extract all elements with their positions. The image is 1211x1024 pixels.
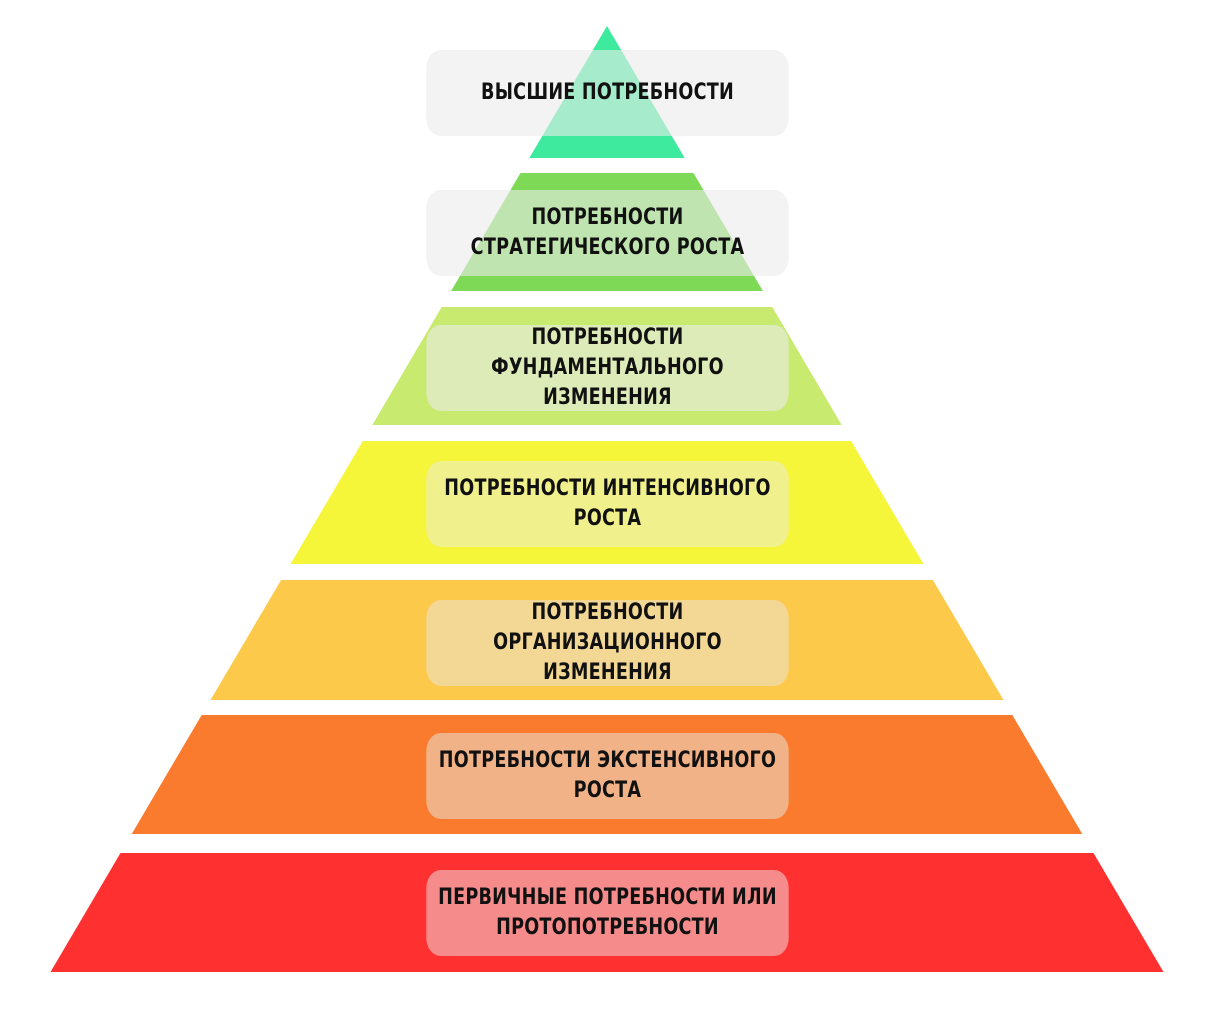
level-label-strategic-growth: ПОТРЕБНОСТИ СТРАТЕГИЧЕСКОГО РОСТА [426, 190, 789, 276]
level-label-higher-needs: ВЫСШИЕ ПОТРЕБНОСТИ [426, 50, 789, 136]
level-text: ПОТРЕБНОСТИ ИНТЕНСИВНОГО РОСТА [444, 476, 771, 531]
level-label-extensive-growth: ПОТРЕБНОСТИ ЭКСТЕНСИВНОГО РОСТА [426, 733, 789, 819]
level-label-fundamental-change: ПОТРЕБНОСТИ ФУНДАМЕНТАЛЬНОГО ИЗМЕНЕНИЯ [426, 325, 789, 411]
level-label-intensive-growth: ПОТРЕБНОСТИ ИНТЕНСИВНОГО РОСТА [426, 461, 789, 547]
level-text: ПОТРЕБНОСТИ СТРАТЕГИЧЕСКОГО РОСТА [470, 205, 745, 260]
level-text: ПОТРЕБНОСТИ ЭКСТЕНСИВНОГО РОСТА [438, 748, 777, 803]
level-label-primary-needs: ПЕРВИЧНЫЕ ПОТРЕБНОСТИ ИЛИ ПРОТОПОТРЕБНОС… [426, 870, 789, 956]
level-text: ПЕРВИЧНЫЕ ПОТРЕБНОСТИ ИЛИ ПРОТОПОТРЕБНОС… [438, 885, 777, 940]
level-label-organizational-change: ПОТРЕБНОСТИ ОРГАНИЗАЦИОННОГО ИЗМЕНЕНИЯ [426, 600, 789, 686]
level-text: ПОТРЕБНОСТИ ОРГАНИЗАЦИОННОГО ИЗМЕНЕНИЯ [493, 600, 722, 685]
level-text: ПОТРЕБНОСТИ ФУНДАМЕНТАЛЬНОГО ИЗМЕНЕНИЯ [491, 325, 724, 410]
level-text: ВЫСШИЕ ПОТРЕБНОСТИ [481, 80, 734, 105]
